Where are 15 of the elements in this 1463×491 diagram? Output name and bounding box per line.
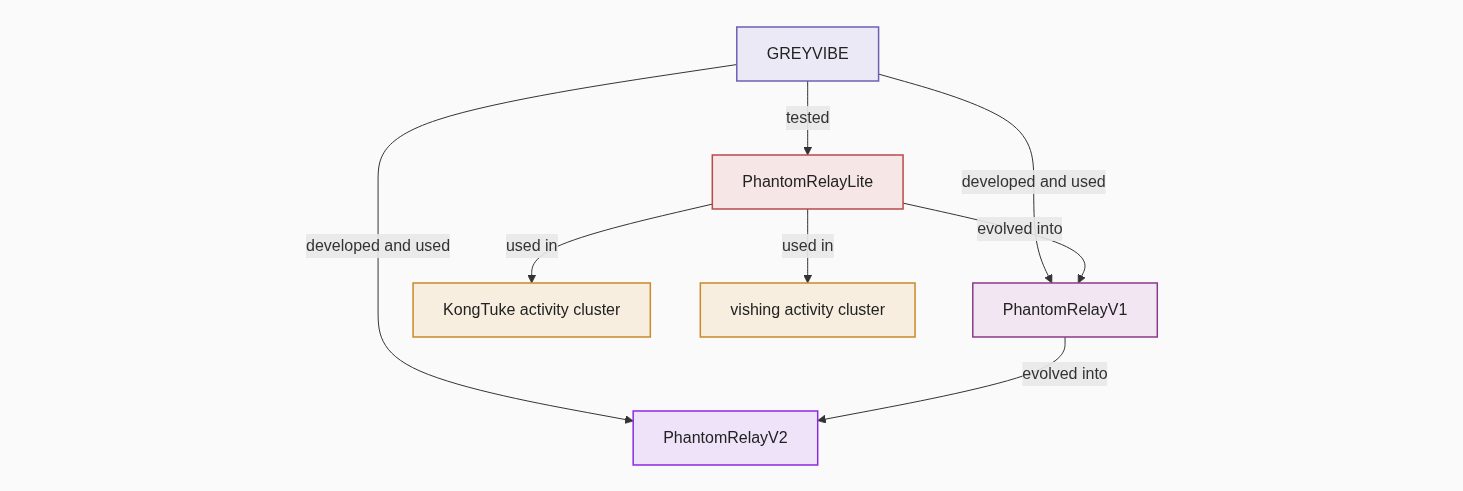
edge-label: evolved into	[1022, 364, 1108, 382]
node-box: PhantomRelayV2	[632, 409, 819, 466]
node-box: GREYVIBE	[735, 25, 880, 82]
edge-label: tested	[785, 108, 830, 126]
edge-label: developed and used	[961, 172, 1106, 190]
edge-label: evolved into	[976, 219, 1063, 237]
edge-label: developed and used	[305, 236, 450, 254]
edge-label: used in	[781, 236, 834, 254]
node-box: PhantomRelayLite	[711, 153, 904, 210]
arrow	[902, 202, 1086, 283]
node-box: KongTuke activity cluster	[412, 281, 651, 338]
edge-label: used in	[505, 236, 558, 254]
node-box: vishing activity cluster	[699, 281, 916, 338]
node-box: PhantomRelayV1	[971, 281, 1158, 338]
arrow	[527, 203, 713, 283]
